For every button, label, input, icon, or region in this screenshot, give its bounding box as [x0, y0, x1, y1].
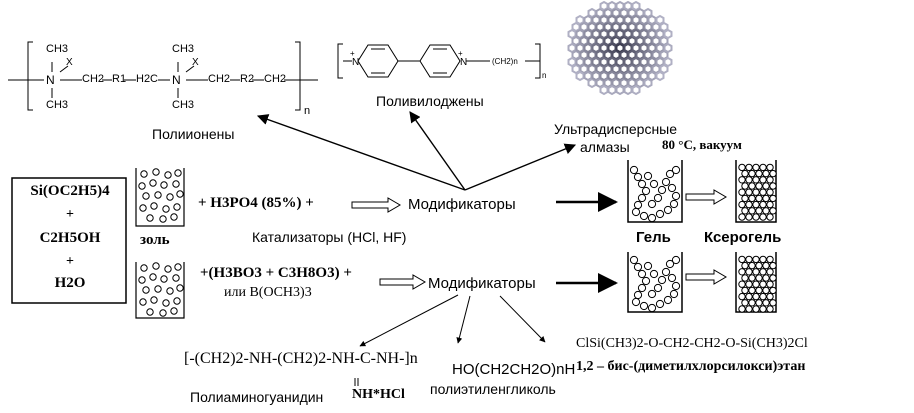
- modifiers-label-bottom: Модификаторы: [428, 275, 536, 292]
- viologen-subscript-n: n: [542, 71, 547, 80]
- reagent-box: [11, 177, 127, 304]
- ionene-n2: N: [172, 73, 181, 87]
- hollow-arrows: [351, 189, 727, 290]
- conditions-label: 80 °С, вакуум: [662, 137, 742, 152]
- ionene-r1: R1: [112, 73, 127, 85]
- xerogel-label: Ксерогель: [704, 229, 782, 246]
- gel-beaker-top: [627, 160, 683, 223]
- diamond-lattice-image: [567, 0, 673, 96]
- diamonds-label-line1: Ультрадисперсные: [554, 121, 678, 137]
- bis-silane-formula: ClSi(CH3)2-O-CH2-CH2-O-Si(CH3)2Cl: [576, 336, 808, 351]
- gel-label: Гель: [636, 229, 671, 246]
- viologen-n-right: +: [458, 49, 463, 58]
- polyionenes-label: Полиионены: [152, 126, 235, 142]
- polyaminoguanidine-side-group: NH*HCl: [352, 387, 405, 402]
- modifiers-label-top: Модификаторы: [408, 196, 516, 213]
- ionene-ch3-c: CH3: [172, 43, 195, 55]
- gel-beaker-bottom: [627, 252, 683, 313]
- ionene-subscript-n: n: [304, 105, 311, 117]
- ionene-ch3-b: CH3: [46, 99, 69, 111]
- ionene-ch2-2: CH2: [208, 73, 231, 85]
- ionene-ch2-3: CH2: [264, 73, 287, 85]
- additive-boric-glycerol: +(H3BO3 + C3H8O3) +: [200, 265, 352, 281]
- ionene-n1: N: [46, 73, 55, 87]
- bis-silane-name: 1,2 – бис-(диметилхлорсилокси)этан: [576, 359, 806, 374]
- or-borate-label: или B(OCH3)3: [224, 285, 312, 300]
- ionene-r2: R2: [240, 73, 255, 85]
- sol-beaker-top: [135, 168, 185, 227]
- pag-double-bond: [354, 378, 359, 386]
- peg-formula: HO(CH2CH2O)nH: [452, 361, 576, 378]
- bottom-modifier-arrows: [359, 294, 546, 347]
- viologen-chain: (CH2)n: [492, 57, 518, 66]
- reagent-teos: Si(OC2H5)4: [30, 183, 110, 199]
- modifier-arrows: [256, 111, 577, 191]
- bold-arrows: [556, 192, 618, 293]
- xerogel-beaker-top: [735, 160, 777, 223]
- ionene-ch2-1: CH2: [82, 73, 105, 85]
- peg-label: полиэтиленгликоль: [430, 381, 556, 397]
- viologen-structure: [337, 43, 541, 79]
- ionene-ch3-d: CH3: [172, 99, 195, 111]
- ionene-x2: X: [192, 57, 199, 68]
- reagent-ethanol: C2H5OH: [39, 230, 101, 246]
- diamonds-label-line2: алмазы: [580, 139, 630, 155]
- polyaminoguanidine-label: Полиаминогуанидин: [190, 389, 324, 405]
- reagent-plus-2: +: [66, 254, 74, 269]
- viologen-n-left: +: [350, 49, 355, 58]
- ionene-ch3-a: CH3: [46, 43, 69, 55]
- viologen-atom-n1: N: [352, 57, 359, 68]
- catalysts-label: Катализаторы (HCl, HF): [252, 229, 407, 245]
- ionene-x1: X: [66, 57, 73, 68]
- additive-phosphoric-acid: + H3PO4 (85%) +: [198, 195, 314, 211]
- xerogel-beaker-bottom: [735, 252, 777, 313]
- reagent-plus-1: +: [66, 207, 74, 222]
- sol-label: золь: [140, 232, 170, 248]
- polyaminoguanidine-formula: [-(CH2)2-NH-(CH2)2-NH-C-NH-]n: [184, 350, 418, 367]
- polyviologens-label: Поливилоджены: [376, 93, 484, 109]
- sol-beaker-bottom: [135, 262, 185, 319]
- reagent-water: H2O: [54, 275, 86, 291]
- ionene-structure: [8, 41, 318, 111]
- ionene-h2c: H2C: [136, 73, 159, 85]
- viologen-atom-n2: N: [460, 57, 467, 68]
